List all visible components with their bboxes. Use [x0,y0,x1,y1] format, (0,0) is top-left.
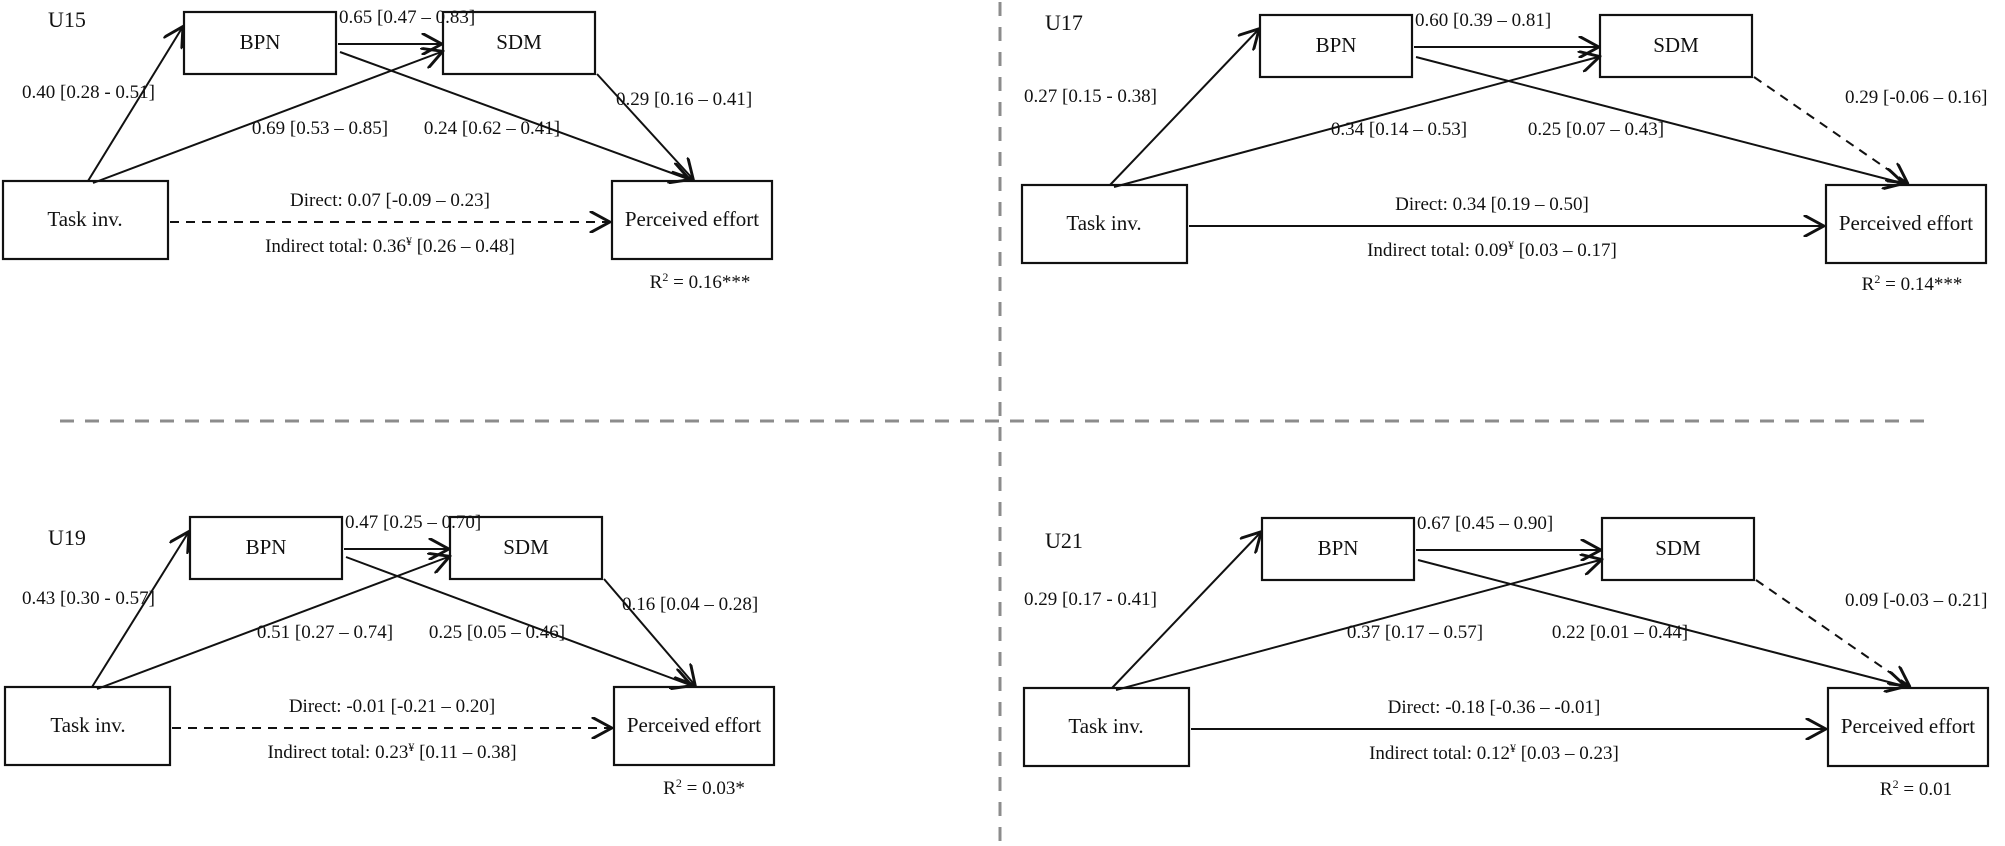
node-effort-label-u15: Perceived effort [625,207,759,231]
edge-sdm-effort-u15 [596,73,692,178]
edgelabel-sdm-effort-u21: 0.09 [-0.03 – 0.21] [1845,590,1987,611]
r2-label-u21: R2 = 0.01 [1880,777,1952,800]
edge-task-sdm-u19 [96,557,448,690]
edgelabel-bpn-sdm-u15: 0.65 [0.47 – 0.83] [339,7,475,28]
node-sdm-u21 [1600,516,1756,582]
node-task-u15 [1,179,170,261]
edge-bpn-effort-u19 [345,556,690,685]
node-task-label-u17: Task inv. [1066,211,1141,235]
r2-label-u15: R2 = 0.16*** [650,270,751,293]
node-effort-label-u17: Perceived effort [1839,211,1973,235]
node-bpn-label-u15: BPN [240,30,281,54]
edgelabel-task-bpn-u19: 0.43 [0.30 - 0.57] [22,588,155,609]
node-bpn-label-u17: BPN [1316,33,1357,57]
panel-title-u15: U15 [48,7,86,32]
edge-bpn-effort-u15 [339,51,688,179]
edgelabel-task-sdm-u21: 0.37 [0.17 – 0.57] [1347,622,1483,643]
edge-sdm-effort-u19 [603,578,694,684]
panel-u15: U15 BPN SDM Task inv. Perceived effort 0… [1,7,774,293]
edgelabel-task-bpn-u17: 0.27 [0.15 - 0.38] [1024,86,1157,107]
edge-bpn-effort-u21 [1417,559,1904,686]
r2-label-u17: R2 = 0.14*** [1862,272,1963,295]
panel-u21: U21 BPN SDM Task inv. Perceived effort 0… [1022,513,1990,800]
node-bpn-u19 [188,515,344,581]
panel-u17: U17 BPN SDM Task inv. Perceived effort 0… [1020,10,1988,295]
panel-title-u17: U17 [1045,10,1083,35]
node-task-label-u15: Task inv. [47,207,122,231]
panel-title-u21: U21 [1045,528,1083,553]
edgelabel-bpn-effort-u17: 0.25 [0.07 – 0.43] [1528,119,1664,140]
edge-task-sdm-u21 [1115,560,1600,691]
node-effort-u19 [612,685,776,767]
node-sdm-u15 [441,10,597,76]
edgelabel-direct-u19: Direct: -0.01 [-0.21 – 0.20] [289,696,495,717]
edge-task-sdm-u15 [92,52,441,184]
node-effort-u15 [610,179,774,261]
edgelabel-indirect-u21: Indirect total: 0.12¥ [0.03 – 0.23] [1369,741,1619,764]
edgelabel-task-sdm-u17: 0.34 [0.14 – 0.53] [1331,119,1467,140]
node-task-u17 [1020,183,1189,265]
node-effort-u21 [1826,686,1990,768]
node-sdm-label-u21: SDM [1655,536,1701,560]
edgelabel-sdm-effort-u15: 0.29 [0.16 – 0.41] [616,89,752,110]
edgelabel-sdm-effort-u17: 0.29 [-0.06 – 0.16] [1845,87,1987,108]
edge-task-sdm-u17 [1113,57,1598,188]
node-bpn-u15 [182,10,338,76]
node-task-label-u19: Task inv. [50,713,125,737]
node-effort-label-u21: Perceived effort [1841,714,1975,738]
r2-label-u19: R2 = 0.03* [663,776,745,799]
edgelabel-indirect-u19: Indirect total: 0.23¥ [0.11 – 0.38] [267,740,516,763]
edgelabel-task-sdm-u19: 0.51 [0.27 – 0.74] [257,622,393,643]
edgelabel-task-bpn-u21: 0.29 [0.17 - 0.41] [1024,589,1157,610]
edge-task-bpn-u21 [1111,533,1260,689]
node-bpn-label-u19: BPN [246,535,287,559]
node-task-u19 [3,685,172,767]
edge-task-bpn-u17 [1109,30,1258,186]
panel-u19: U19 BPN SDM Task inv. Perceived effort 0… [3,512,776,799]
edgelabel-sdm-effort-u19: 0.16 [0.04 – 0.28] [622,594,758,615]
node-sdm-label-u15: SDM [496,30,542,54]
node-effort-label-u19: Perceived effort [627,713,761,737]
node-effort-u17 [1824,183,1988,265]
edgelabel-indirect-u17: Indirect total: 0.09¥ [0.03 – 0.17] [1367,238,1617,261]
edgelabel-bpn-sdm-u17: 0.60 [0.39 – 0.81] [1415,10,1551,31]
node-sdm-label-u19: SDM [503,535,549,559]
edgelabel-bpn-sdm-u19: 0.47 [0.25 – 0.70] [345,512,481,533]
edgelabel-bpn-effort-u21: 0.22 [0.01 – 0.44] [1552,622,1688,643]
node-sdm-u19 [448,515,604,581]
edgelabel-bpn-sdm-u21: 0.67 [0.45 – 0.90] [1417,513,1553,534]
edge-bpn-effort-u17 [1415,56,1902,183]
edgelabel-bpn-effort-u19: 0.25 [0.05 – 0.46] [429,622,565,643]
edgelabel-direct-u21: Direct: -0.18 [-0.36 – -0.01] [1388,697,1601,718]
edge-task-bpn-u19 [91,533,188,688]
node-sdm-label-u17: SDM [1653,33,1699,57]
edge-task-bpn-u15 [87,28,182,182]
edgelabel-bpn-effort-u15: 0.24 [0.62 – 0.41] [424,118,560,139]
node-task-label-u21: Task inv. [1068,714,1143,738]
node-task-u21 [1022,686,1191,768]
edgelabel-direct-u15: Direct: 0.07 [-0.09 – 0.23] [290,190,490,211]
edgelabel-task-bpn-u15: 0.40 [0.28 - 0.51] [22,82,155,103]
node-bpn-label-u21: BPN [1318,536,1359,560]
node-bpn-u21 [1260,516,1416,582]
edgelabel-direct-u17: Direct: 0.34 [0.19 – 0.50] [1395,194,1589,215]
panel-title-u19: U19 [48,525,86,550]
edgelabel-task-sdm-u15: 0.69 [0.53 – 0.85] [252,118,388,139]
edgelabel-indirect-u15: Indirect total: 0.36¥ [0.26 – 0.48] [265,234,515,257]
